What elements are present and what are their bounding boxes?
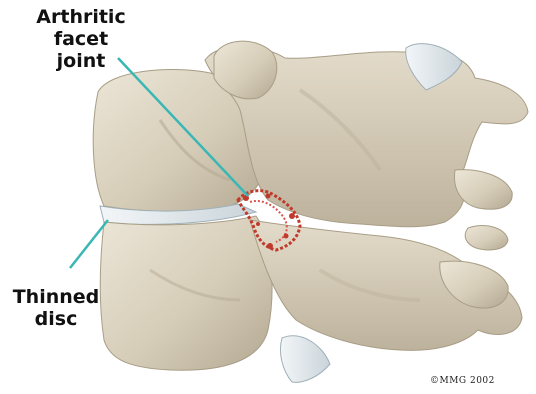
lower-facet-cartilage — [280, 336, 330, 383]
facet-label-line3: joint — [22, 50, 140, 72]
disc-label: Thinned disc — [4, 286, 108, 330]
facet-label-line1: Arthritic — [22, 6, 140, 28]
facet-joint-label: Arthritic facet joint — [22, 6, 140, 72]
spinous-process-upper — [454, 170, 512, 210]
lower-vertebral-body — [100, 216, 272, 370]
copyright-notice: ©MMG 2002 — [430, 376, 495, 386]
facet-label-line2: facet — [22, 28, 140, 50]
disc-label-line2: disc — [4, 308, 108, 330]
disc-label-line1: Thinned — [4, 286, 108, 308]
transverse-process — [465, 226, 508, 250]
